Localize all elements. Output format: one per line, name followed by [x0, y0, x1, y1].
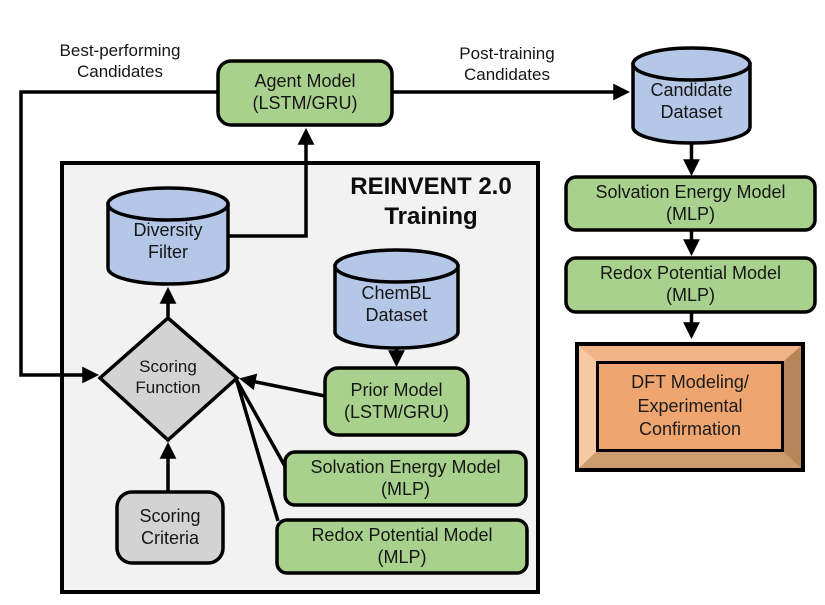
redox-model-box-right [564, 256, 817, 314]
dft-confirmation-label: DFT Modeling/ Experimental Confirmation [596, 361, 784, 452]
redox-model-box-training [275, 518, 529, 575]
diversity-filter-cylinder [106, 186, 230, 286]
line-solvation-to-scoring [234, 378, 288, 469]
agent-model-box [216, 59, 394, 127]
solvation-model-box-right [564, 175, 817, 232]
connector-arrows [19, 83, 700, 522]
solvation-model-box-training [283, 450, 528, 507]
arrow-best-candidates-loop [19, 90, 218, 384]
scoring-criteria-box [115, 490, 225, 565]
scoring-function-diamond [97, 315, 240, 443]
arrow-filter-to-agent [228, 127, 315, 238]
arrow-prior-to-scoring [239, 373, 326, 398]
prior-model-box [323, 366, 470, 437]
dft-frame-bevel: DFT Modeling/ Experimental Confirmation [579, 346, 801, 468]
line-redox-to-scoring [234, 379, 280, 522]
dft-confirmation-box: DFT Modeling/ Experimental Confirmation [575, 342, 805, 472]
chembl-dataset-cylinder [333, 248, 460, 350]
candidate-dataset-cylinder [631, 46, 752, 145]
